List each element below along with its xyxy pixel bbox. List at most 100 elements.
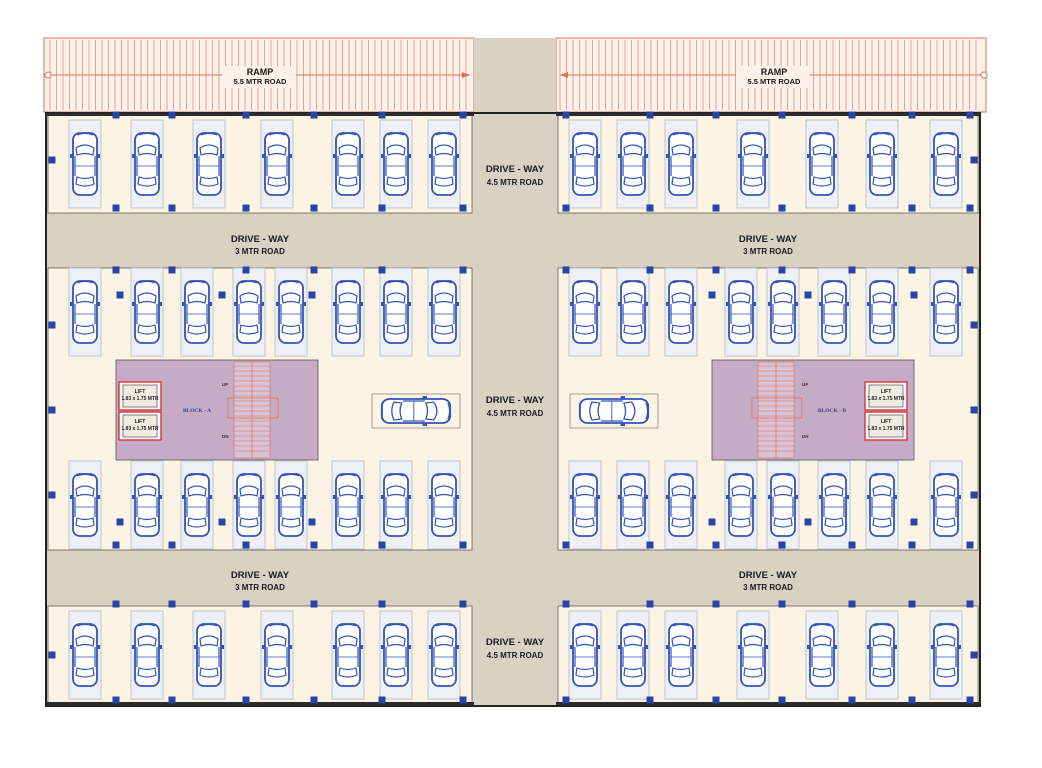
- column: [378, 204, 386, 212]
- column: [112, 266, 120, 274]
- column: [646, 111, 654, 119]
- column: [712, 266, 720, 274]
- driveway-upper-right-title: DRIVE - WAY: [739, 234, 798, 245]
- column: [908, 204, 916, 212]
- parking-space: [616, 610, 650, 700]
- column: [848, 204, 856, 212]
- parking-space: [865, 119, 899, 209]
- column: [708, 518, 716, 526]
- column: [712, 204, 720, 212]
- driveway-vertical-middle: DRIVE - WAY 4.5 MTR ROAD: [486, 395, 545, 418]
- driveway-upper-right: DRIVE - WAY 3 MTR ROAD: [739, 234, 798, 256]
- driveway-vertical-middle-subtitle: 4.5 MTR ROAD: [487, 409, 544, 418]
- block-b-lift-1-size: 1.83 x 1.75 MTR: [867, 396, 905, 402]
- column: [908, 541, 916, 549]
- column: [712, 541, 720, 549]
- parking-space: [130, 460, 164, 550]
- ramp-right-title: RAMP: [761, 67, 788, 77]
- parking-space: [260, 610, 294, 700]
- column: [966, 266, 974, 274]
- parking-space: [805, 119, 839, 209]
- block-a-lift-2: LIFT 1.83 x 1.75 MTR: [118, 411, 162, 441]
- column: [116, 291, 124, 299]
- column: [112, 541, 120, 549]
- ramp-left: RAMP 5.5 MTR ROAD: [43, 37, 475, 113]
- column: [908, 600, 916, 608]
- block-b-lift-2-title: LIFT: [881, 419, 892, 425]
- column: [646, 266, 654, 274]
- parking-space: [568, 267, 602, 357]
- parking-space: [427, 610, 461, 700]
- parking-space: [274, 460, 308, 550]
- parking-space: [817, 460, 851, 550]
- parking-space: [379, 610, 413, 700]
- column: [168, 600, 176, 608]
- column: [168, 111, 176, 119]
- driveway-lower-left: DRIVE - WAY 3 MTR ROAD: [231, 570, 290, 592]
- column: [646, 696, 654, 704]
- parking-space: [817, 267, 851, 357]
- driveway-lower-right: DRIVE - WAY 3 MTR ROAD: [739, 570, 798, 592]
- parking-space: [929, 119, 963, 209]
- parking-space: [724, 267, 758, 357]
- parking-space: [766, 460, 800, 550]
- column: [646, 204, 654, 212]
- driveway-lower-left-title: DRIVE - WAY: [231, 570, 290, 581]
- block-a-lift-1-title: LIFT: [135, 389, 146, 395]
- parking-space: [427, 267, 461, 357]
- parking-space: [568, 119, 602, 209]
- driveway-upper-right-subtitle: 3 MTR ROAD: [743, 247, 793, 256]
- column: [970, 156, 978, 164]
- column: [116, 518, 124, 526]
- column: [778, 266, 786, 274]
- parking-space: [379, 119, 413, 209]
- column: [218, 291, 226, 299]
- column: [459, 111, 467, 119]
- column: [48, 651, 56, 659]
- parking-space: [664, 610, 698, 700]
- parked-car-left: [371, 393, 461, 429]
- block-a-lift-2-title: LIFT: [135, 419, 146, 425]
- parking-space: [616, 119, 650, 209]
- column: [242, 266, 250, 274]
- driveway-vertical-top: DRIVE - WAY 4.5 MTR ROAD: [486, 164, 545, 187]
- column: [778, 111, 786, 119]
- driveway-vertical-top-subtitle: 4.5 MTR ROAD: [487, 178, 544, 187]
- parking-space: [232, 267, 266, 357]
- column: [562, 541, 570, 549]
- parking-space: [929, 460, 963, 550]
- structural-columns: [48, 111, 978, 704]
- driveway-vertical-top-title: DRIVE - WAY: [486, 164, 545, 175]
- column: [48, 156, 56, 164]
- column: [966, 204, 974, 212]
- parking-space: [260, 119, 294, 209]
- parking-space: [232, 460, 266, 550]
- column: [48, 491, 56, 499]
- column: [378, 696, 386, 704]
- parking-space: [331, 460, 365, 550]
- column: [48, 321, 56, 329]
- column: [562, 204, 570, 212]
- column: [310, 696, 318, 704]
- column: [242, 111, 250, 119]
- column: [970, 651, 978, 659]
- column: [804, 291, 812, 299]
- column: [242, 541, 250, 549]
- column: [562, 111, 570, 119]
- parking-space: [68, 610, 102, 700]
- parking-space: [865, 267, 899, 357]
- column: [459, 696, 467, 704]
- parking-space: [736, 119, 770, 209]
- column: [308, 518, 316, 526]
- column: [310, 111, 318, 119]
- block-a-label: BLOCK - A: [183, 408, 211, 414]
- ramp-left-title: RAMP: [247, 67, 274, 77]
- parking-space: [331, 610, 365, 700]
- column: [908, 111, 916, 119]
- driveway-upper-left: DRIVE - WAY 3 MTR ROAD: [231, 234, 290, 256]
- column: [242, 204, 250, 212]
- column: [804, 518, 812, 526]
- column: [708, 291, 716, 299]
- column: [242, 600, 250, 608]
